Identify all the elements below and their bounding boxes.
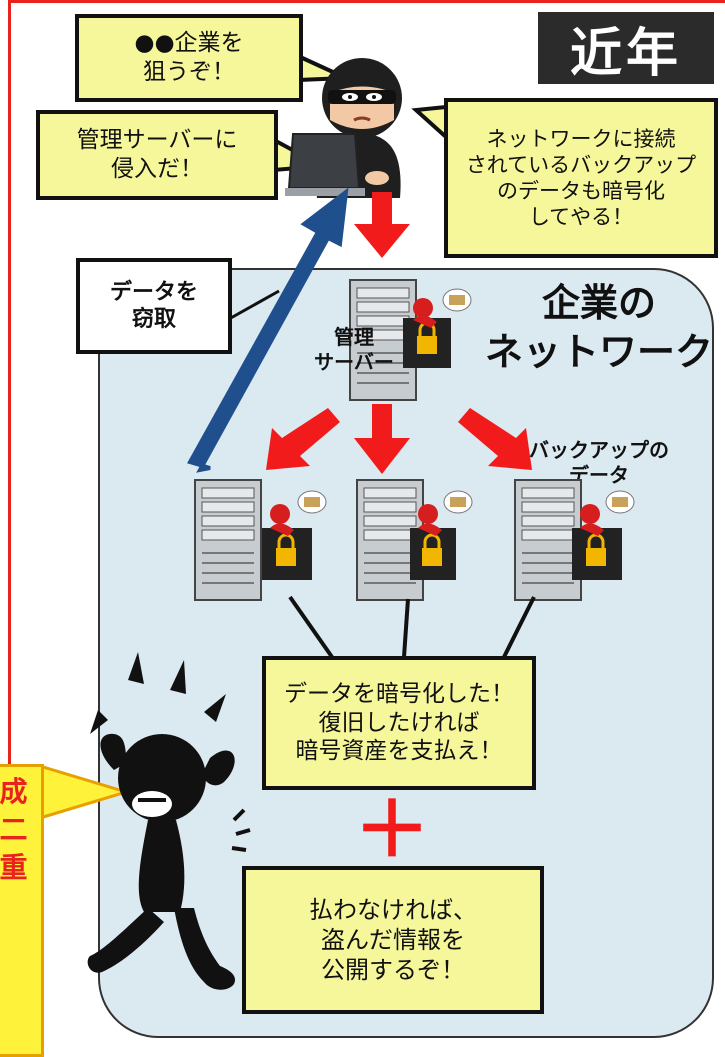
exfil-connector xyxy=(228,289,280,321)
management-server-label: 管理 サーバー xyxy=(314,325,394,374)
network-title: 企業の ネットワーク xyxy=(484,280,713,375)
exfil-label-box: データを 窃取 xyxy=(76,258,232,354)
attack-arrow-right xyxy=(458,408,532,470)
side-banner: 成 二 重 xyxy=(0,764,44,1057)
side-banner-pointer xyxy=(40,764,130,820)
server-icon-center xyxy=(356,479,473,601)
ransom-message-encrypted: データを暗号化した！ 復旧したければ 暗号資産を支払え！ xyxy=(262,656,536,790)
exfiltration-arrow xyxy=(187,187,349,473)
panicking-person-icon xyxy=(87,652,251,990)
plus-symbol: ＋ xyxy=(354,785,430,874)
server-connector-lines xyxy=(288,595,536,659)
laptop-icon xyxy=(285,133,365,196)
frame-top-line xyxy=(8,0,725,3)
page-title: 近年 xyxy=(538,12,714,84)
speech-bubble-encrypt-backup: ネットワークに接続 されているバックアップ のデータも暗号化 してやる！ xyxy=(444,98,718,258)
side-banner-text: 成 二 重 xyxy=(0,775,28,884)
attack-arrow-left xyxy=(266,408,340,470)
server-icon-left xyxy=(194,479,327,601)
ransom-message-leak: 払わなければ、 盗んだ情報を 公開するぞ！ xyxy=(242,866,544,1014)
frame-left-line xyxy=(8,0,11,1057)
speech-bubble-intrude: 管理サーバーに 侵入だ！ xyxy=(36,110,278,200)
speech-bubble-target: ●●企業を 狙うぞ！ xyxy=(75,14,303,102)
attack-arrow-down xyxy=(354,192,410,258)
attack-arrow-center xyxy=(354,404,410,474)
server-icon-right xyxy=(514,479,635,601)
backup-data-label: バックアップの データ xyxy=(529,438,669,487)
management-server-icon xyxy=(349,279,472,401)
